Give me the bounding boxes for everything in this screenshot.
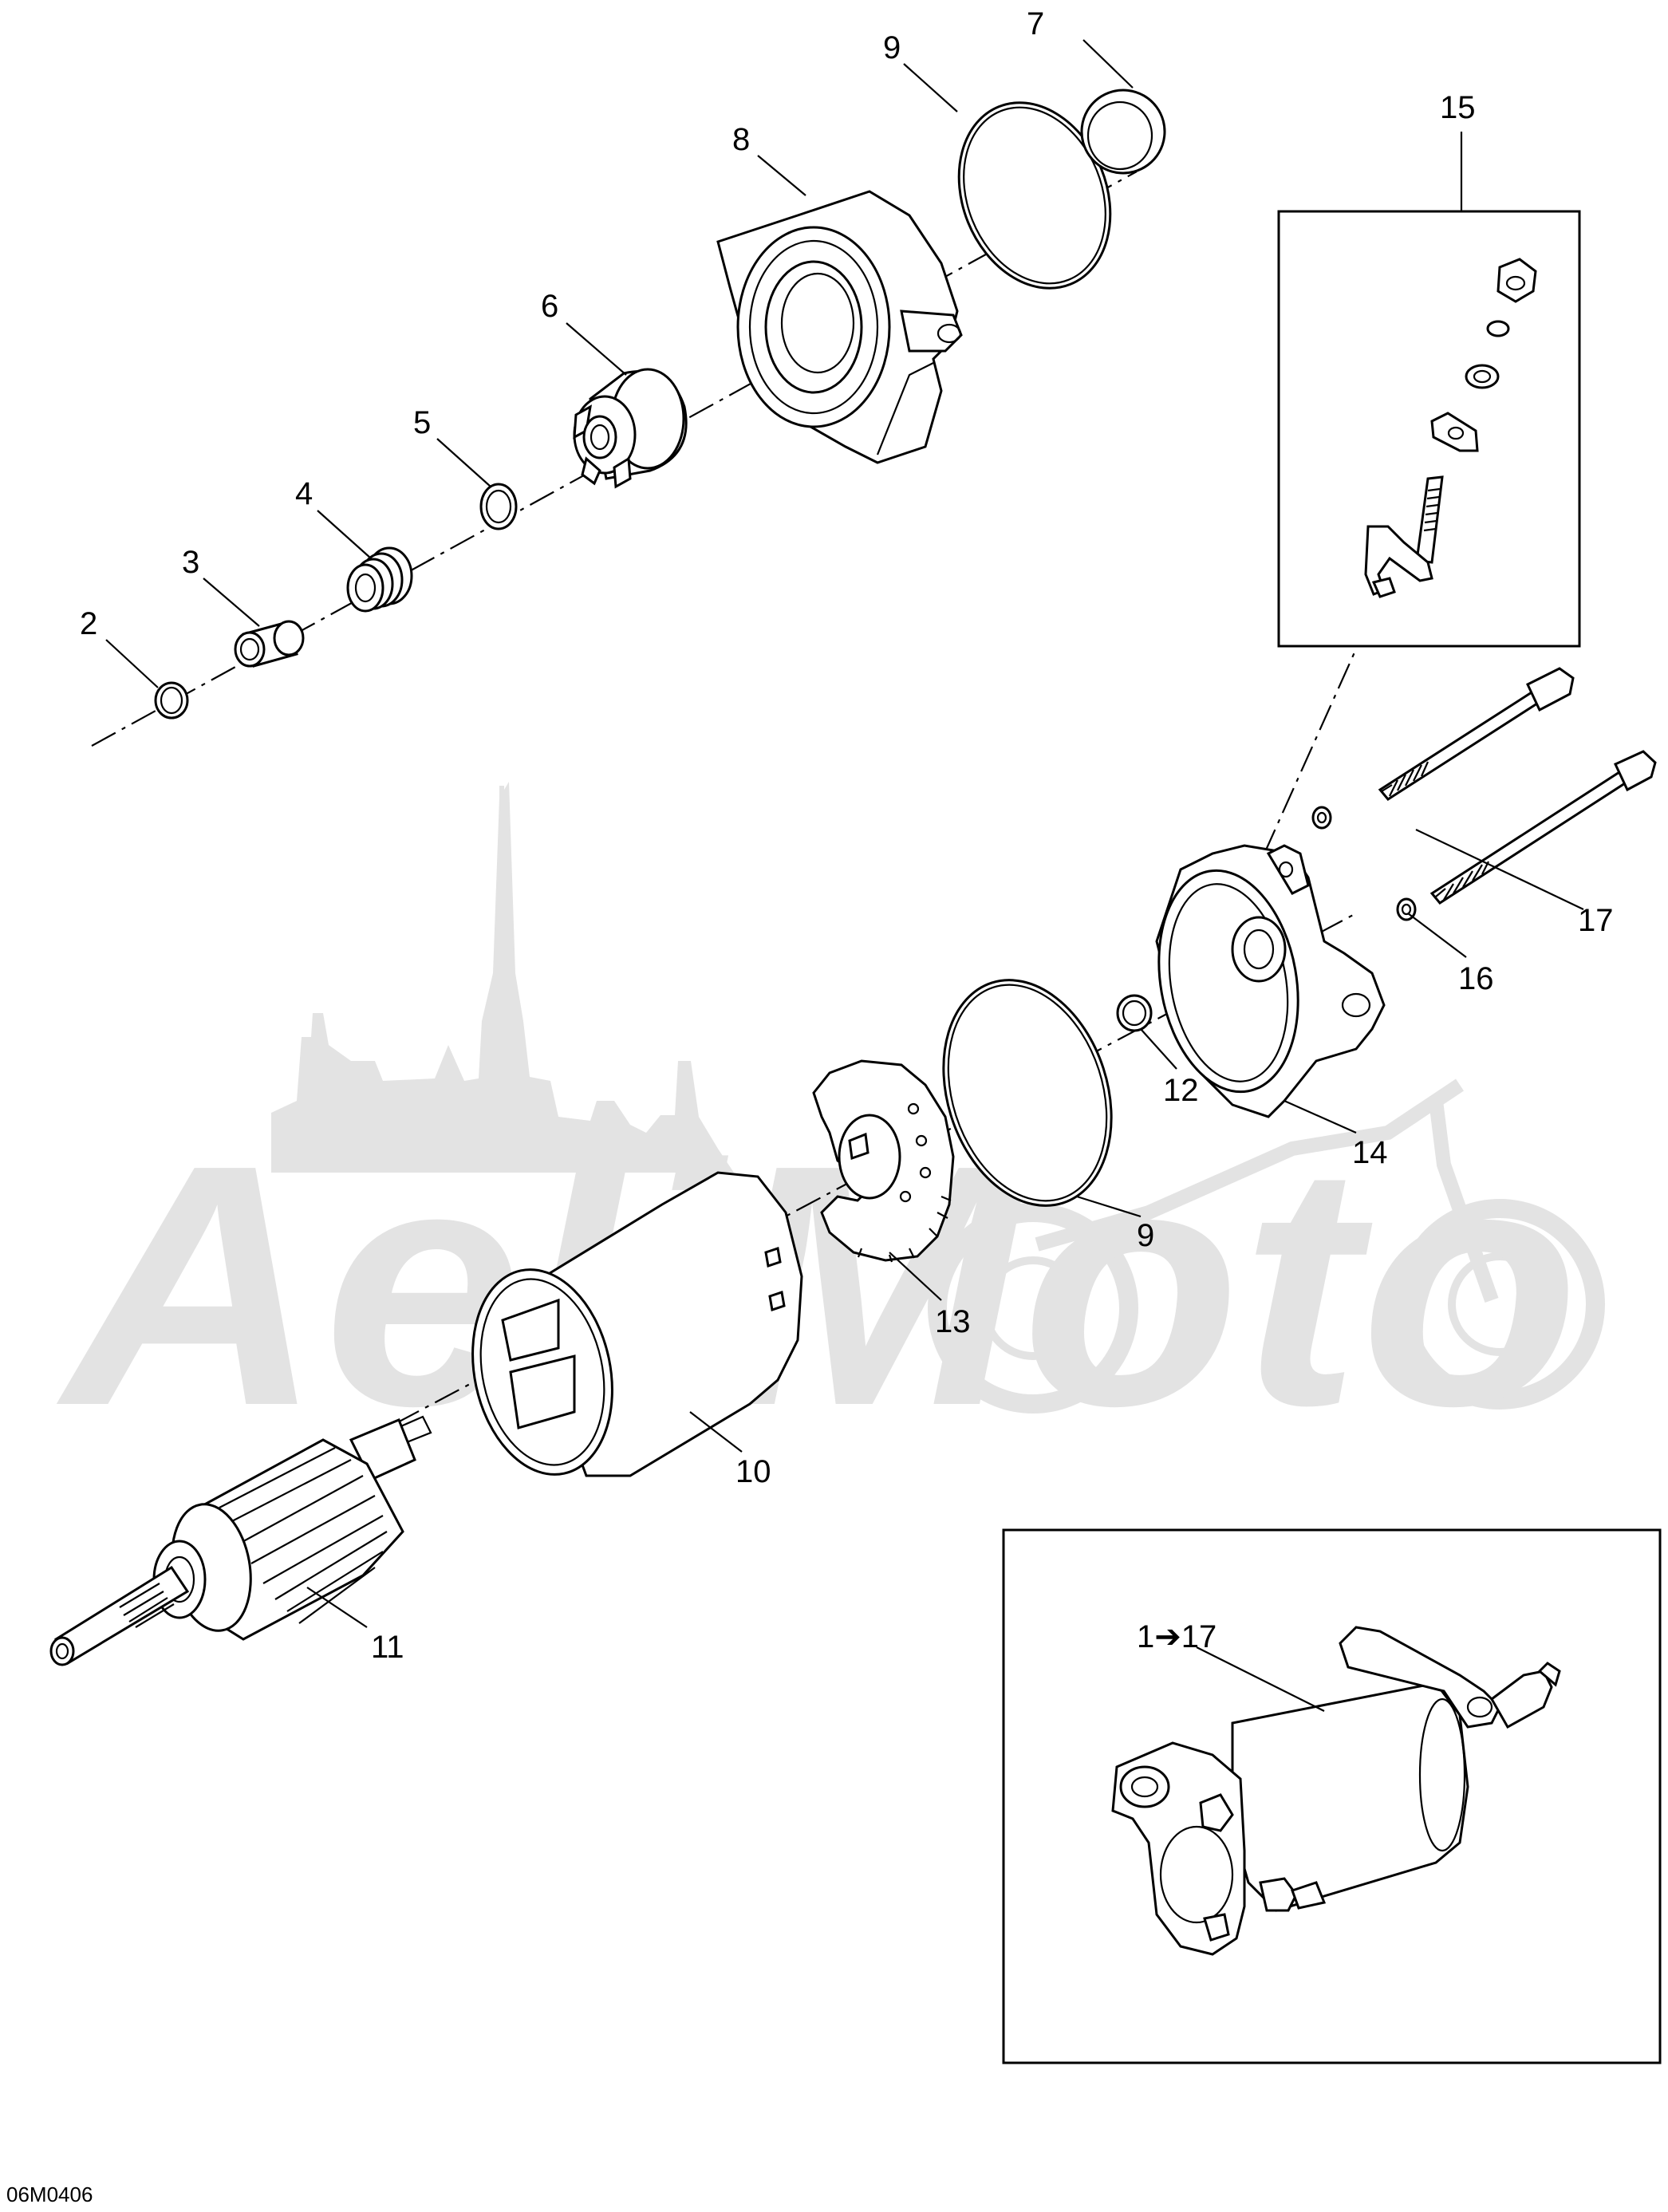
part-4-spring — [346, 546, 413, 613]
callout-14: 14 — [1352, 1135, 1388, 1170]
part-10-field-frame — [471, 1171, 803, 1477]
part-17-through-bolts — [1378, 667, 1657, 905]
drawing-code: 06M0406 — [6, 2182, 93, 2206]
callout-9-top: 9 — [883, 30, 901, 65]
part-9-o-ring-bottom — [942, 979, 1113, 1207]
part-6-pinion-gear — [573, 368, 688, 489]
callout-leader-lines — [105, 39, 1584, 1712]
watermark-text: AeliMoto — [53, 1094, 1579, 1477]
part-5-washer — [479, 483, 518, 530]
part-9-o-ring-top — [957, 101, 1112, 290]
part-2-snap-ring — [154, 681, 189, 720]
callout-13: 13 — [935, 1304, 971, 1339]
part-8-drive-housing — [716, 190, 963, 464]
callout-15: 15 — [1440, 90, 1476, 125]
callout-12: 12 — [1163, 1073, 1199, 1108]
callout-5: 5 — [413, 405, 431, 440]
part-12-small-o-ring — [1116, 994, 1153, 1032]
callout-8: 8 — [732, 122, 750, 157]
part-16-lock-washers — [1311, 806, 1417, 921]
part-15-detail-box — [1277, 210, 1581, 648]
assembly-callout: 1➔17 — [1137, 1619, 1216, 1654]
part-3-collar — [234, 620, 305, 668]
callout-6: 6 — [541, 289, 558, 324]
callout-16: 16 — [1458, 961, 1494, 996]
callout-2: 2 — [80, 606, 97, 641]
part-7-thrust-washer — [1080, 89, 1166, 175]
assembled-starter-view — [1002, 1528, 1662, 2064]
part-13-brush-plate — [812, 1059, 955, 1263]
callout-10: 10 — [735, 1454, 771, 1489]
callout-7: 7 — [1027, 6, 1044, 41]
part-11-armature — [49, 1415, 432, 1666]
callout-labels: 2 3 4 5 6 7 8 9 9 10 11 12 13 14 15 16 1… — [80, 6, 1614, 1665]
part-14-end-housing — [1155, 844, 1386, 1118]
callout-4: 4 — [295, 476, 313, 511]
callout-9-bottom: 9 — [1137, 1218, 1154, 1253]
callout-11: 11 — [371, 1630, 404, 1665]
watermark: AeliMoto — [53, 782, 1605, 1477]
callout-17: 17 — [1578, 903, 1614, 938]
callout-3: 3 — [182, 545, 199, 580]
